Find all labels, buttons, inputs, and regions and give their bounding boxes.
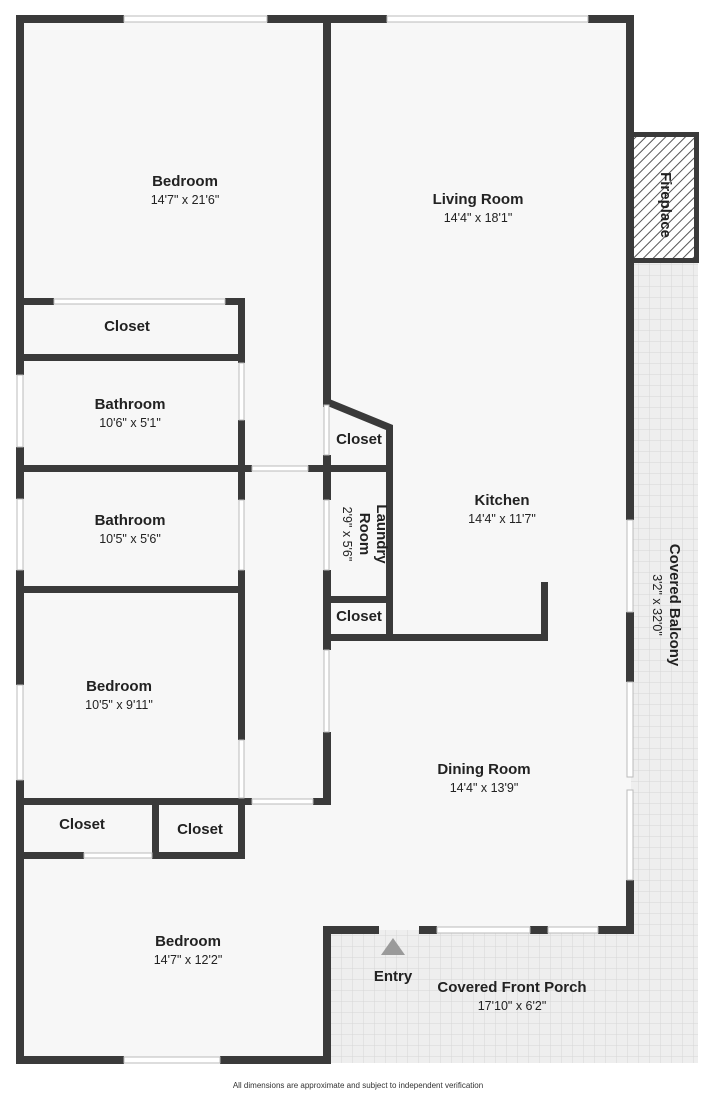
fireplace-hatch (631, 134, 697, 261)
room-covered-front-porch: Covered Front Porch 17'10" x 6'2" (437, 979, 586, 1013)
room-dims: 14'7" x 12'2" (154, 953, 223, 967)
room-fireplace: Fireplace (657, 172, 674, 238)
room-dining-room: Dining Room 14'4" x 13'9" (437, 761, 530, 795)
room-name: Bedroom (155, 933, 221, 950)
room-name: Bedroom (86, 678, 152, 695)
room-dims: 10'5" x 5'6" (99, 532, 161, 546)
room-bathroom-2: Bathroom 10'5" x 5'6" (95, 512, 166, 546)
room-bedroom-top: Bedroom 14'7" x 21'6" (151, 173, 220, 207)
balcony-floor (631, 262, 698, 1063)
room-dims: 14'4" x 18'1" (444, 211, 513, 225)
room-name: Bathroom (95, 396, 166, 413)
disclaimer-footnote: All dimensions are approximate and subje… (232, 1081, 484, 1090)
room-dims: 2'9" x 5'6" (340, 507, 354, 562)
room-laundry: Laundry Room 2'9" x 5'6" (340, 504, 390, 564)
room-name-line1: Laundry (373, 504, 390, 564)
room-dims: 14'7" x 21'6" (151, 193, 220, 207)
walls (16, 15, 699, 1064)
room-closet-laundry: Closet (336, 608, 382, 625)
room-name: Covered Front Porch (437, 979, 586, 996)
room-entry: Entry (374, 968, 413, 985)
room-name: Living Room (433, 191, 524, 208)
room-closet-right: Closet (177, 821, 223, 838)
room-name: Bathroom (95, 512, 166, 529)
room-dims: 17'10" x 6'2" (478, 999, 547, 1013)
room-bathroom-1: Bathroom 10'6" x 5'1" (95, 396, 166, 430)
room-dims: 10'6" x 5'1" (99, 416, 161, 430)
room-name: Kitchen (474, 492, 529, 509)
room-name-line2: Room (356, 513, 373, 556)
room-closet-hall: Closet (336, 431, 382, 448)
room-closet-left: Closet (59, 816, 105, 833)
room-kitchen: Kitchen 14'4" x 11'7" (468, 492, 536, 526)
room-name: Bedroom (152, 173, 218, 190)
entry-arrow-icon (381, 938, 405, 955)
windows (16, 15, 634, 1064)
room-dims: 14'4" x 11'7" (468, 512, 536, 526)
room-bedroom-mid: Bedroom 10'5" x 9'11" (85, 678, 153, 712)
room-name: Dining Room (437, 761, 530, 778)
room-closet-top: Closet (104, 318, 150, 335)
room-covered-balcony: Covered Balcony 3'2" x 32'0" (650, 544, 683, 667)
room-dims: 10'5" x 9'11" (85, 698, 153, 712)
room-name: Covered Balcony (666, 544, 683, 667)
room-bedroom-bottom: Bedroom 14'7" x 12'2" (154, 933, 223, 967)
room-living-room: Living Room 14'4" x 18'1" (433, 191, 524, 225)
room-dims: 14'4" x 13'9" (450, 781, 519, 795)
room-dims: 3'2" x 32'0" (650, 574, 664, 636)
